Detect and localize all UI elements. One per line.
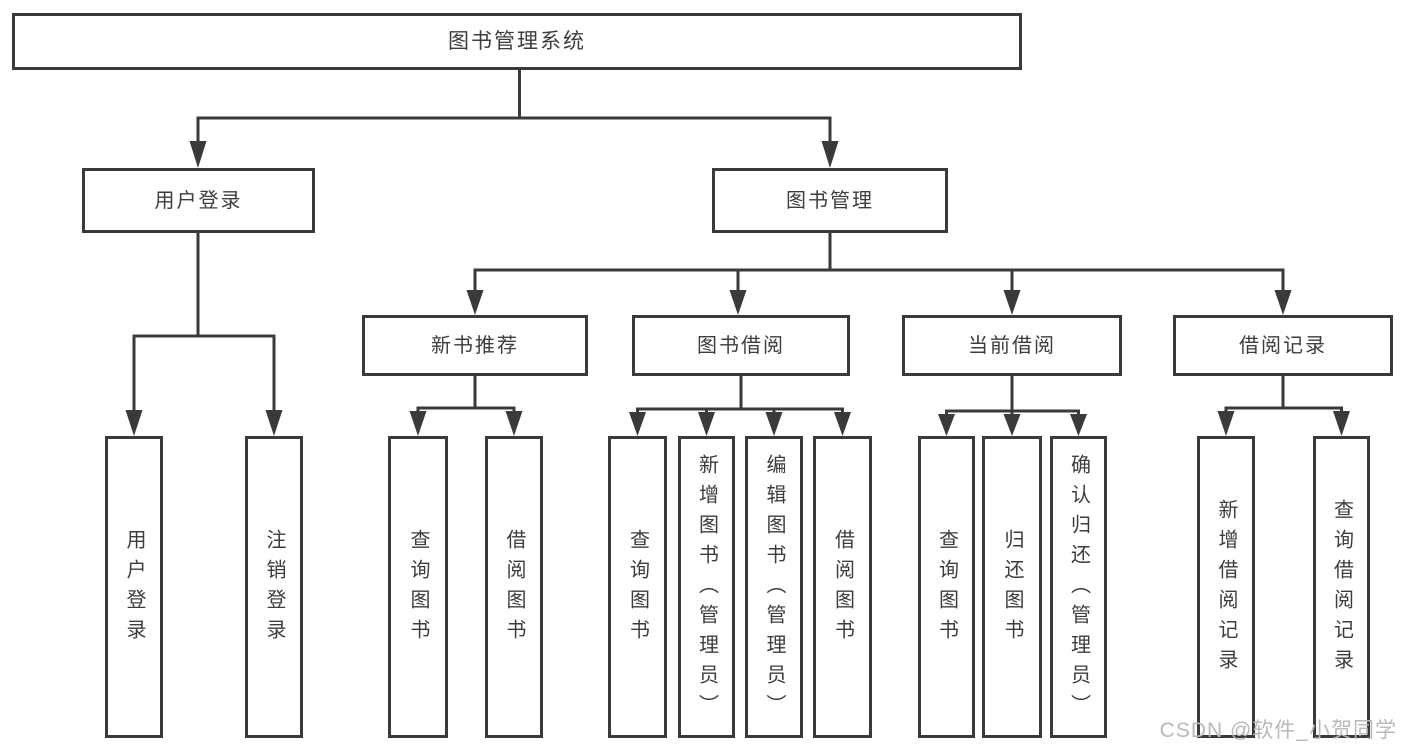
connector-book-borrow-to-leaves bbox=[636, 374, 844, 414]
node-book-management: 图书管理 bbox=[712, 168, 948, 233]
leaf-logout-login: 注销登录 bbox=[245, 436, 303, 738]
leaf-query-books-borrow: 查询图书 bbox=[608, 436, 667, 738]
node-user-login: 用户登录 bbox=[82, 168, 315, 233]
leaf-query-books-current: 查询图书 bbox=[918, 436, 975, 738]
leaf-return-books: 归还图书 bbox=[982, 436, 1042, 738]
node-book-borrow: 图书借阅 bbox=[632, 315, 850, 376]
connector-recommend-to-leaves bbox=[416, 374, 516, 413]
leaf-add-borrow-record: 新增借阅记录 bbox=[1197, 436, 1255, 738]
node-borrow-records: 借阅记录 bbox=[1173, 315, 1393, 376]
node-library-management-system: 图书管理系统 bbox=[12, 13, 1022, 70]
leaf-add-books-admin: 新增图书（管理员） bbox=[678, 436, 735, 738]
connector-borrow-records-to-leaves bbox=[1224, 374, 1343, 413]
csdn-watermark: CSDN @软件_小贺同学 bbox=[1159, 719, 1397, 742]
connector-root-to-level2 bbox=[196, 69, 832, 142]
leaf-borrow-books: 借阅图书 bbox=[813, 436, 872, 738]
leaf-query-books-recommend: 查询图书 bbox=[388, 436, 448, 738]
connector-book-mgmt-to-level3 bbox=[473, 231, 1285, 292]
leaf-borrow-books-recommend: 借阅图书 bbox=[485, 436, 543, 738]
leaf-confirm-return-admin: 确认归还（管理员） bbox=[1050, 436, 1107, 738]
connector-user-login-to-leaves bbox=[132, 231, 276, 412]
node-new-book-recommend: 新书推荐 bbox=[362, 315, 588, 376]
leaf-user-login: 用户登录 bbox=[105, 436, 163, 738]
leaf-edit-books-admin: 编辑图书（管理员） bbox=[745, 436, 803, 738]
connector-current-borrow-to-leaves bbox=[945, 374, 1080, 416]
node-current-borrow: 当前借阅 bbox=[902, 315, 1122, 376]
leaf-query-borrow-record: 查询借阅记录 bbox=[1313, 436, 1370, 738]
